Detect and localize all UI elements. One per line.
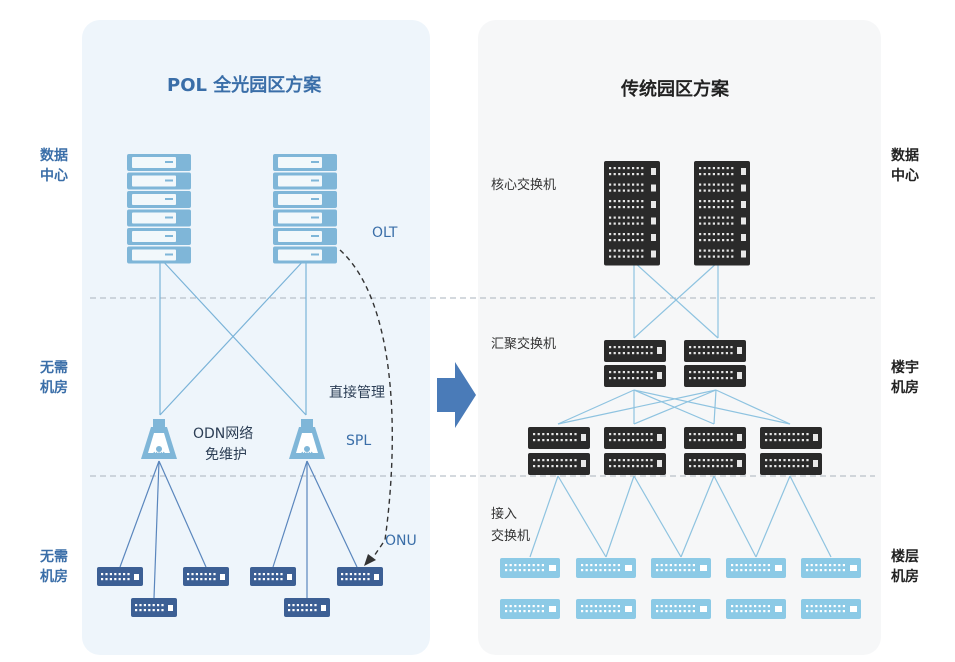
floor-switch-top-4 xyxy=(726,558,786,578)
floor-switch-bottom-4 xyxy=(726,599,786,619)
aggregation-switch-1-unit-1 xyxy=(604,340,666,362)
link-agg1-acc4 xyxy=(633,389,791,425)
link-acc4-f5 xyxy=(789,475,832,558)
zone-line: 无需 xyxy=(40,549,68,565)
link-agg2-acc3 xyxy=(713,389,717,425)
zone-line: 机房 xyxy=(891,569,919,585)
odn-label: ODN网络 免维护 xyxy=(193,424,253,466)
access-switch-2-unit-1 xyxy=(604,427,666,449)
link-agg2-acc2 xyxy=(633,389,717,425)
olt-server-2 xyxy=(273,154,337,264)
aggregation-switch-1-unit-2 xyxy=(604,365,666,387)
pol-zone-no-room-2: 无需 机房 xyxy=(34,547,74,587)
core-switch-1-unit-6 xyxy=(604,243,660,266)
direct-management-curve xyxy=(339,249,393,563)
onu-5 xyxy=(284,598,330,617)
core-switch-label: 核心交换机 xyxy=(491,178,557,193)
traditional-title: 传统园区方案 xyxy=(621,79,729,100)
link-acc4-f4 xyxy=(755,475,791,558)
splitter-2 xyxy=(289,419,325,459)
onu-4 xyxy=(250,567,296,586)
floor-switch-bottom-1 xyxy=(500,599,560,619)
onu-1 xyxy=(97,567,143,586)
zone-line: 机房 xyxy=(40,380,68,396)
traditional-panel xyxy=(478,20,881,655)
trad-zone-floor: 楼层 机房 xyxy=(885,547,925,587)
link-spl1-onu-2 xyxy=(158,460,207,568)
direct-management-arrowhead xyxy=(364,554,376,566)
access-label-line2: 交换机 xyxy=(491,529,531,544)
access-switch-1-unit-1 xyxy=(528,427,590,449)
link-agg2-acc1 xyxy=(557,389,717,425)
link-acc2-f2 xyxy=(605,475,635,558)
zone-line: 无需 xyxy=(40,360,68,376)
pol-title: POL 全光园区方案 xyxy=(167,75,322,96)
access-switch-4-unit-2 xyxy=(760,453,822,475)
splitter-1 xyxy=(141,419,177,459)
link-spl2-onu-0 xyxy=(272,460,308,568)
zone-line: 机房 xyxy=(40,569,68,585)
access-switch-1-unit-2 xyxy=(528,453,590,475)
floor-switch-top-1 xyxy=(500,558,560,578)
zone-line: 中心 xyxy=(891,168,919,184)
onu-label: ONU xyxy=(385,533,417,549)
pol-zone-datacenter: 数据 中心 xyxy=(34,146,74,186)
floor-switch-bottom-5 xyxy=(801,599,861,619)
pol-panel xyxy=(82,20,430,655)
link-spl1-onu-1 xyxy=(153,460,160,599)
link-spl1-onu-0 xyxy=(119,460,160,568)
link-olt2-spl1 xyxy=(159,257,307,416)
onu-6 xyxy=(337,567,383,586)
aggregation-switch-2-unit-2 xyxy=(684,365,746,387)
trad-zone-building: 楼宇 机房 xyxy=(885,358,925,398)
onu-2 xyxy=(131,598,177,617)
link-acc1-f2 xyxy=(557,475,607,558)
aggregation-switch-label: 汇聚交换机 xyxy=(491,337,557,352)
link-acc1-f1 xyxy=(529,475,559,558)
access-switch-4-unit-1 xyxy=(760,427,822,449)
link-agg1-acc1 xyxy=(557,389,635,425)
link-core2-agg1 xyxy=(633,261,719,339)
floor-switch-bottom-3 xyxy=(651,599,711,619)
odn-label-line1: ODN网络 xyxy=(193,426,254,442)
floor-switch-top-5 xyxy=(801,558,861,578)
olt-server-1 xyxy=(127,154,191,264)
direct-management-label: 直接管理 xyxy=(329,385,385,401)
access-switch-3-unit-1 xyxy=(684,427,746,449)
access-switch-2-unit-2 xyxy=(604,453,666,475)
trad-zone-datacenter: 数据 中心 xyxy=(885,146,925,186)
zone-line: 中心 xyxy=(40,168,68,184)
onu-3 xyxy=(183,567,229,586)
pol-zone-no-room-1: 无需 机房 xyxy=(34,358,74,398)
access-switch-3-unit-2 xyxy=(684,453,746,475)
access-label-line1: 接入 xyxy=(491,507,518,522)
floor-switch-top-2 xyxy=(576,558,636,578)
olt-label: OLT xyxy=(372,225,398,241)
link-acc3-f4 xyxy=(713,475,757,558)
zone-line: 数据 xyxy=(891,148,919,164)
link-agg2-acc4 xyxy=(715,389,791,425)
zone-line: 数据 xyxy=(40,148,68,164)
link-acc3-f3 xyxy=(680,475,715,558)
core-switch-2-unit-6 xyxy=(694,243,750,266)
spl-label: SPL xyxy=(346,433,372,449)
access-switch-label: 接入 交换机 xyxy=(491,504,530,548)
link-spl2-onu-2 xyxy=(306,460,358,568)
zone-line: 机房 xyxy=(891,380,919,396)
floor-switch-bottom-2 xyxy=(576,599,636,619)
aggregation-switch-2-unit-1 xyxy=(684,340,746,362)
zone-line: 楼宇 xyxy=(891,360,919,376)
odn-label-line2: 免维护 xyxy=(205,447,247,463)
compare-arrow-icon xyxy=(437,362,476,428)
zone-line: 楼层 xyxy=(891,549,919,565)
link-acc2-f3 xyxy=(633,475,682,558)
floor-switch-top-3 xyxy=(651,558,711,578)
